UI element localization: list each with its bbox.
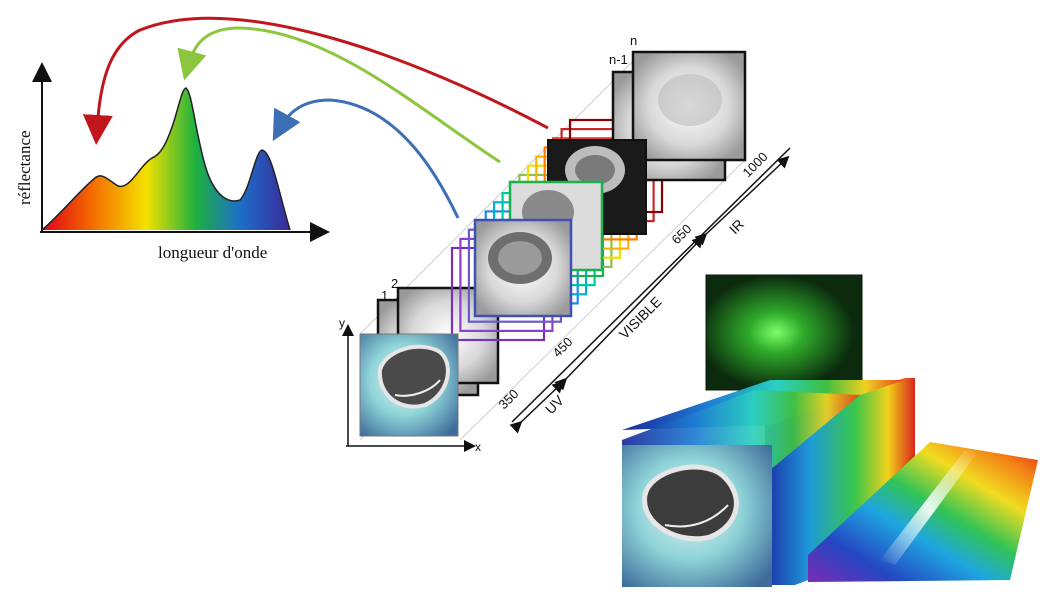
blue-band-arrow xyxy=(272,98,460,219)
band-n-island-shadow xyxy=(658,74,722,126)
3d-data-cube-render xyxy=(622,274,1038,587)
cube-front-face xyxy=(622,445,772,587)
region-visible: VISIBLE xyxy=(616,293,665,342)
image-x-axis-label: x xyxy=(475,440,481,454)
rgb-composite-image xyxy=(359,333,459,437)
band-label-1: 1 xyxy=(381,288,388,303)
wavelength-350: 350 xyxy=(496,386,522,412)
band-label-n-1: n-1 xyxy=(609,52,628,67)
band-label-n: n xyxy=(630,33,637,48)
region-uv: UV xyxy=(542,392,568,418)
image-y-axis-label: y xyxy=(339,316,345,330)
band-label-2: 2 xyxy=(391,276,398,291)
spectrum-curve-outline xyxy=(41,87,291,231)
wavelength-650: 650 xyxy=(669,221,695,247)
spectrum-y-label: réflectance xyxy=(15,130,34,205)
blue-band-image xyxy=(473,218,573,318)
region-ir: IR xyxy=(726,216,747,237)
band-to-spectrum-arrows xyxy=(82,16,549,219)
spectral-floor-panel xyxy=(808,442,1038,582)
spectrum-x-label: longueur d'onde xyxy=(158,243,267,262)
reflectance-spectrum-plot: réflectance longueur d'onde xyxy=(15,62,330,262)
spectrum-curve-fill xyxy=(42,88,290,230)
wavelength-region-arrows xyxy=(509,155,790,434)
green-slice-panel xyxy=(705,274,863,391)
red-band-arrow xyxy=(82,16,549,145)
wavelength-450: 450 xyxy=(550,334,576,360)
green-band-arrow xyxy=(177,26,501,164)
